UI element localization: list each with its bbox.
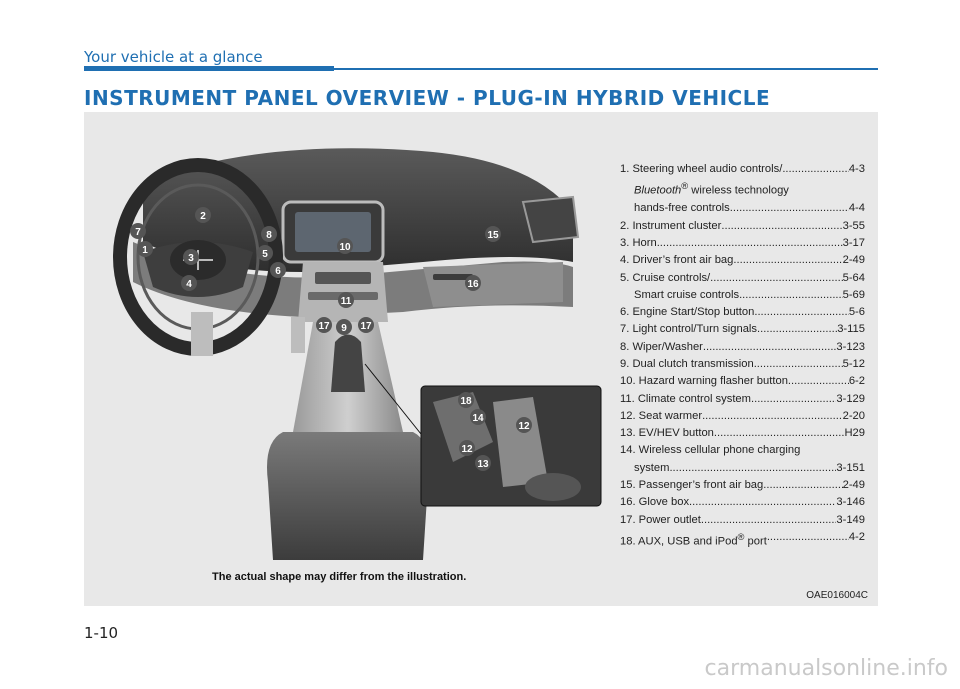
toc-entry-5b: Smart cruise controls5-69: [620, 287, 865, 304]
section-title: Your vehicle at a glance: [84, 48, 263, 66]
passenger-vent: [521, 195, 580, 244]
toc-entry-16: 16. Glove box 3-146: [620, 494, 865, 511]
svg-text:17: 17: [360, 321, 372, 332]
callout-8: 8: [261, 226, 277, 242]
inset-callout-12-right: 12: [516, 417, 532, 433]
svg-text:13: 13: [477, 459, 489, 470]
toc-entry-1-continued: Bluetooth® wireless technology: [634, 181, 789, 198]
callout-17-left: 17: [316, 317, 332, 333]
svg-text:14: 14: [472, 413, 484, 424]
armrest: [267, 432, 429, 560]
glove-box: [423, 262, 563, 307]
toc-entry-4: 4. Driver’s front air bag 2-49: [620, 252, 865, 269]
toc-entry-2: 2. Instrument cluster 3-55: [620, 218, 865, 235]
svg-text:15: 15: [487, 230, 499, 241]
dashboard-illustration: 1 2 3 4 5 6 7 8 9 10 11 15 16 17 17 18 1…: [113, 148, 602, 560]
toc-entry-17: 17. Power outlet 3-149: [620, 512, 865, 529]
toc-entry-12: 12. Seat warmer 2-20: [620, 408, 865, 425]
figure-code: OAE016004C: [806, 590, 868, 601]
svg-text:16: 16: [467, 279, 479, 290]
toc-entry-11: 11. Climate control system 3-129: [620, 391, 865, 408]
callout-2: 2: [195, 207, 211, 223]
inset-callout-18: 18: [458, 392, 474, 408]
svg-text:7: 7: [135, 227, 141, 238]
watermark: carmanualsonline.info: [704, 656, 948, 681]
toc-entry-7: 7. Light control/Turn signals 3-115: [620, 321, 865, 338]
svg-text:17: 17: [318, 321, 330, 332]
toc-entry-8: 8. Wiper/Washer 3-123: [620, 339, 865, 356]
shifter: [331, 334, 365, 392]
svg-text:12: 12: [518, 421, 530, 432]
svg-text:3: 3: [188, 253, 194, 264]
inset-callout-12-left: 12: [459, 440, 475, 456]
callout-10: 10: [337, 238, 353, 254]
callout-7: 7: [130, 223, 146, 239]
brake-pedal: [191, 312, 213, 356]
inset-callout-14: 14: [470, 409, 486, 425]
callout-1: 1: [137, 241, 153, 257]
svg-text:2: 2: [200, 211, 206, 222]
callout-5: 5: [257, 245, 273, 261]
callout-17-right: 17: [358, 317, 374, 333]
svg-text:9: 9: [341, 323, 347, 334]
component-index: 1. Steering wheel audio controls/ 4-3 Bl…: [620, 161, 865, 551]
page-title: INSTRUMENT PANEL OVERVIEW - PLUG-IN HYBR…: [84, 86, 771, 110]
toc-entry-18: 18. AUX, USB and iPod® port 4-2: [620, 529, 865, 551]
toc-entry-14b: system 3-151: [620, 460, 865, 477]
toc-entry-9: 9. Dual clutch transmission 5-12: [620, 356, 865, 373]
svg-text:5: 5: [262, 249, 268, 260]
toc-entry-13: 13. EV/HEV button H29: [620, 425, 865, 442]
figure-caption: The actual shape may differ from the ill…: [212, 571, 467, 583]
inset-callout-13: 13: [475, 455, 491, 471]
toc-entry-1b: hands-free controls 4-4: [620, 200, 865, 217]
callout-16: 16: [465, 275, 481, 291]
svg-text:10: 10: [339, 242, 351, 253]
callout-15: 15: [485, 226, 501, 242]
toc-entry-3: 3. Horn 3-17: [620, 235, 865, 252]
toc-entry-14: 14. Wireless cellular phone charging: [620, 444, 801, 457]
callout-9: 9: [336, 319, 352, 335]
toc-entry-6: 6. Engine Start/Stop button 5-6: [620, 304, 865, 321]
svg-text:4: 4: [186, 279, 192, 290]
callout-3: 3: [183, 249, 199, 265]
svg-text:18: 18: [460, 396, 472, 407]
callout-6: 6: [270, 262, 286, 278]
svg-text:12: 12: [461, 444, 473, 455]
header-bar: [84, 66, 334, 71]
toc-entry-1: 1. Steering wheel audio controls/ 4-3: [620, 161, 865, 178]
svg-text:11: 11: [341, 296, 352, 307]
callout-4: 4: [181, 275, 197, 291]
toc-entry-15: 15. Passenger’s front air bag 2-49: [620, 477, 865, 494]
header-rule: [334, 68, 878, 70]
svg-text:8: 8: [266, 230, 272, 241]
accelerator-pedal: [291, 317, 305, 353]
toc-entry-10: 10. Hazard warning flasher button 6-2: [620, 373, 865, 390]
toc-entry-5: 5. Cruise controls/ 5-64: [620, 270, 865, 287]
callout-11: 11: [338, 292, 354, 308]
svg-text:6: 6: [275, 266, 281, 277]
svg-text:1: 1: [142, 245, 148, 256]
page-number: 1-10: [84, 624, 119, 642]
